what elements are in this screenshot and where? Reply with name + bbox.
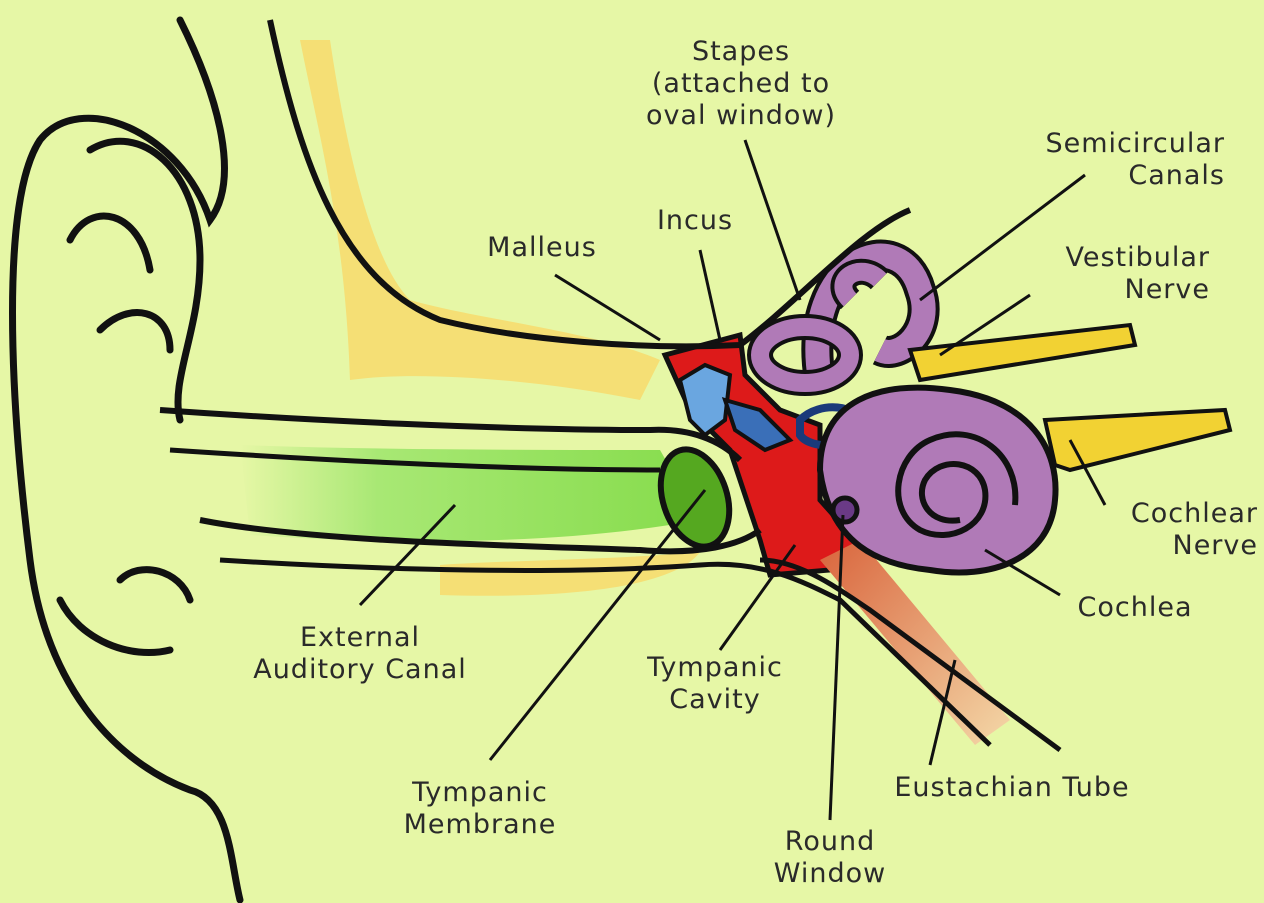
label-eustachian-tube: Eustachian Tube [862,772,1162,804]
label-tympanic-membrane: Tympanic Membrane [380,777,580,841]
temporal-bone-lower [440,552,700,596]
cochlear-nerve-shape [1045,410,1230,470]
label-vestibular-nerve: Vestibular Nerve [1010,242,1210,306]
cochlea-shape [820,388,1056,573]
semicircular-canals [760,256,924,383]
round-window [833,498,857,522]
label-round-window: Round Window [740,826,920,890]
label-malleus: Malleus [462,232,622,264]
label-cochlea: Cochlea [1055,592,1215,624]
label-incus: Incus [630,205,760,237]
label-semicircular-canals: Semicircular Canals [985,128,1225,192]
label-stapes: Stapes (attached to oval window) [612,36,870,132]
pinna-outline [13,20,241,900]
label-external-auditory-canal: External Auditory Canal [220,622,500,686]
label-tympanic-cavity: Tympanic Cavity [620,652,810,716]
label-cochlear-nerve: Cochlear Nerve [1060,498,1258,562]
